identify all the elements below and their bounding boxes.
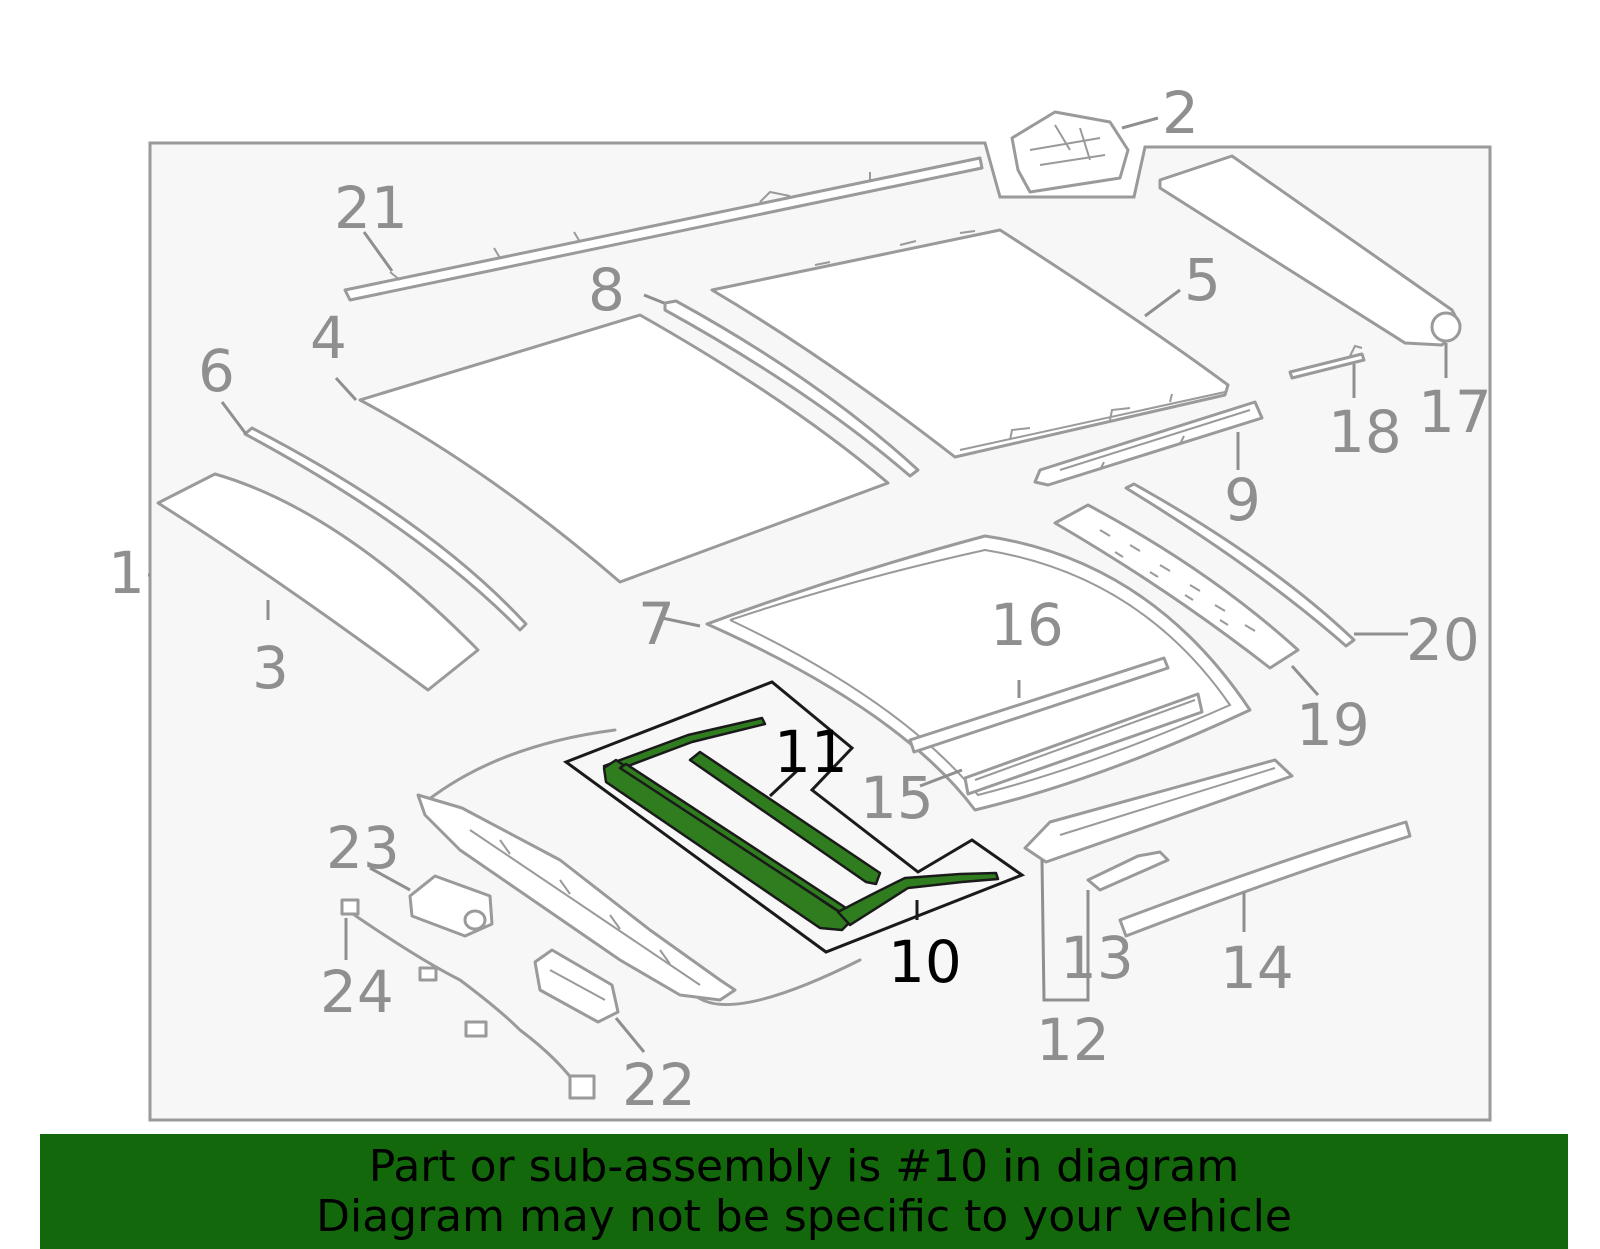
callout-7: 7 [638,590,675,658]
callout-22: 22 [622,1051,696,1119]
part-10-outline-box [562,680,1026,954]
callout-5: 5 [1184,246,1221,314]
callout-23: 23 [326,814,400,882]
banner-line-disclaimer: Diagram may not be specific to your vehi… [316,1190,1292,1242]
part-18-strip [1288,344,1366,380]
part-16-rail [908,656,1170,754]
callout-13: 13 [1060,924,1134,992]
part-22-control-module [533,948,620,1024]
callout-15: 15 [860,764,934,832]
part-13-bracket [1086,850,1170,892]
callout-16: 16 [990,591,1064,659]
drain-tube-front [426,728,617,802]
banner-line-part-number: Part or sub-assembly is #10 in diagram [368,1140,1240,1192]
callout-18: 18 [1328,398,1402,466]
part-23-motor [408,874,494,938]
callout-11: 11 [774,718,848,786]
callout-9: 9 [1224,466,1261,534]
callout-21: 21 [334,174,408,242]
callout-14: 14 [1220,934,1294,1002]
callout-2: 2 [1162,79,1199,147]
drive-assembly [416,793,737,1002]
callout-24: 24 [320,958,394,1026]
part-17-sunshade-roll [1158,154,1462,347]
callout-4: 4 [310,304,347,372]
part-10-highlighted-assembly [562,680,1026,954]
callout-20: 20 [1406,606,1480,674]
part-8-seal-strip [663,299,920,478]
callout-17: 17 [1418,378,1492,446]
callout-12: 12 [1036,1006,1110,1074]
part-24-wiring-harness [340,898,596,1100]
leader-lines [148,116,1448,1053]
callout-19: 19 [1296,691,1370,759]
part-11-highlighted-strip [688,750,882,886]
callout-3: 3 [252,634,289,702]
callout-1: 1 [108,539,145,607]
part-5-rear-glass [710,228,1230,459]
part-4-front-glass [358,313,890,584]
part-14-side-rail [1118,820,1412,938]
part-21-front-rail [343,156,984,302]
callout-labels: 1 2 3 4 5 6 7 8 9 10 11 12 13 14 15 16 1… [108,79,1492,1119]
callout-8: 8 [588,256,625,324]
part-12-side-rail [1023,758,1294,864]
info-banner: Part or sub-assembly is #10 in diagram D… [40,1134,1568,1249]
part-6-deflector-strip [243,426,528,632]
part-2-bracket [1010,110,1130,194]
callout-6: 6 [198,337,235,405]
callout-10: 10 [888,928,962,996]
part-3-wind-deflector [156,472,480,692]
part-19-perforated-panel [1053,503,1300,670]
part-20-strip [1124,482,1356,648]
part-9-rear-rail [1033,400,1264,487]
part-15-rail [963,692,1204,796]
